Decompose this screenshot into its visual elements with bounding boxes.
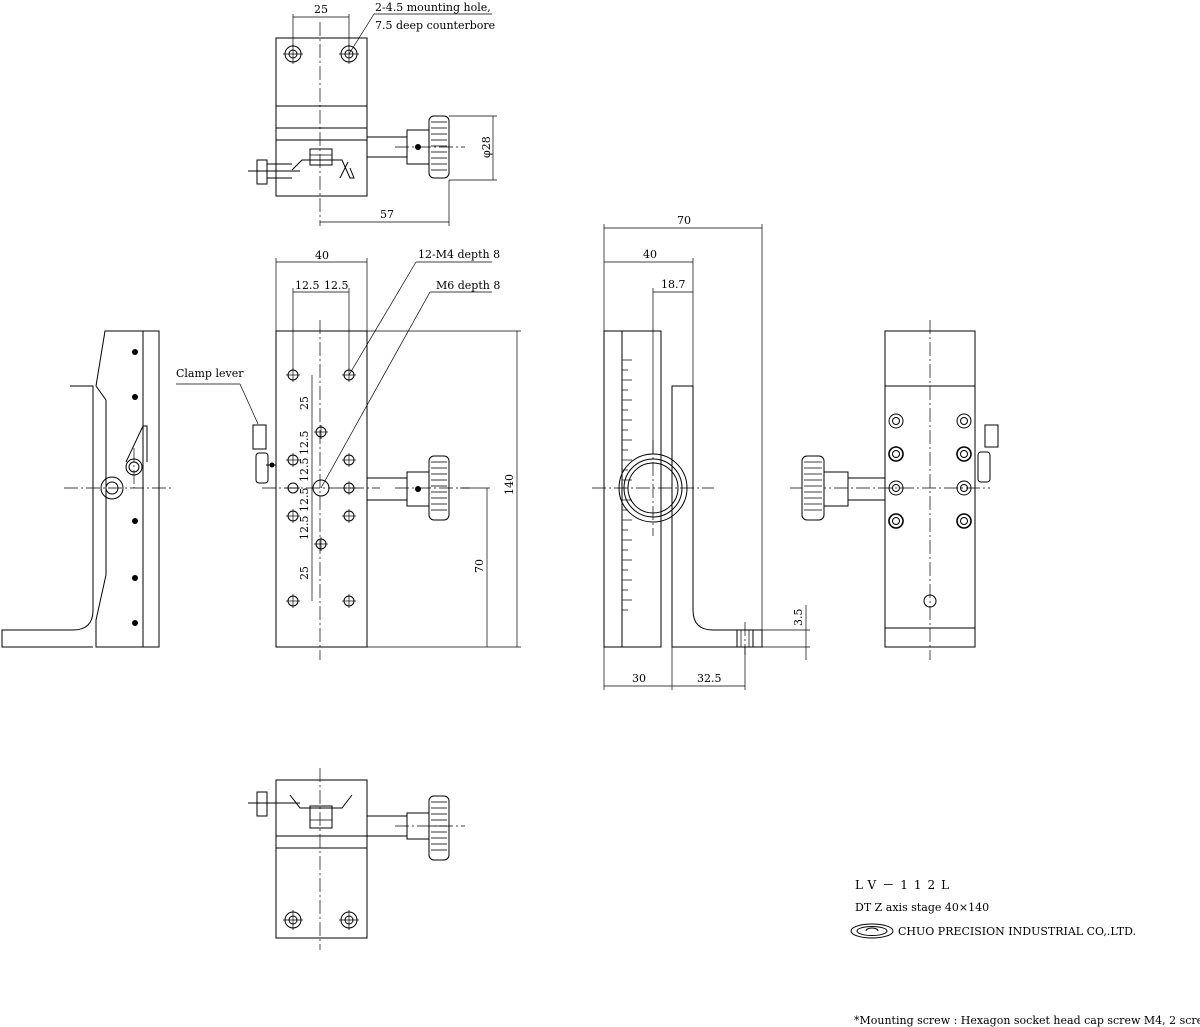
micrometer-knob-bottom — [428, 795, 450, 861]
dim-70-width: 70 — [677, 214, 691, 227]
label-m4: 12-M4 depth 8 — [418, 248, 500, 261]
stage-description: DT Z axis stage 40×140 — [855, 901, 989, 914]
dim-v12-5-a: 12.5 — [298, 431, 311, 456]
m6-hole — [312, 479, 330, 497]
dim-32-5: 32.5 — [697, 672, 722, 685]
dim-30: 30 — [632, 672, 646, 685]
dim-18-7: 18.7 — [661, 278, 686, 291]
dim-12-5-b: 12.5 — [324, 279, 349, 292]
scale-side-view: 70 40 18.7 30 32.5 3.5 — [592, 214, 810, 690]
dim-v12-5-d: 12.5 — [298, 516, 311, 541]
label-mounting-hole-1: 2-4.5 mounting hole, — [375, 1, 491, 14]
dim-40-front: 40 — [315, 249, 329, 262]
bottom-view — [248, 768, 465, 950]
mounting-hole-left-top — [283, 44, 303, 64]
micrometer-knob-right — [801, 455, 825, 521]
dim-25-top: 25 — [314, 3, 328, 16]
dim-v25-b: 25 — [298, 566, 311, 580]
title-block: LV－112L DT Z axis stage 40×140 CHUO PREC… — [850, 878, 1200, 1027]
label-mounting-hole-2: 7.5 deep counterbore — [375, 19, 495, 32]
company-name: CHUO PRECISION INDUSTRIAL CO,.LTD. — [898, 925, 1136, 938]
dim-v25-a: 25 — [298, 396, 311, 410]
footnote: *Mounting screw : Hexagon socket head ca… — [854, 1014, 1200, 1027]
top-view: 25 φ28 57 2-4.5 mounting hole, 7.5 deep … — [248, 1, 497, 226]
dim-57: 57 — [380, 208, 394, 221]
dim-v12-5-c: 12.5 — [298, 488, 311, 513]
dim-140-height: 140 — [503, 474, 516, 495]
dim-40-side: 40 — [643, 248, 657, 261]
dim-3-5: 3.5 — [792, 609, 805, 627]
left-side-view — [1, 330, 172, 648]
dim-dia-28: φ28 — [480, 136, 493, 158]
right-view — [790, 320, 999, 660]
scale-ticks — [622, 359, 632, 611]
dim-70-height: 70 — [473, 559, 486, 573]
right-view-holes — [888, 413, 972, 608]
company-logo — [850, 923, 894, 939]
label-m6: M6 depth 8 — [436, 279, 500, 292]
label-clamp-lever: Clamp lever — [176, 367, 244, 380]
model-number: LV－112L — [855, 878, 955, 892]
dim-12-5-a: 12.5 — [295, 279, 320, 292]
dim-v12-5-b: 12.5 — [298, 458, 311, 483]
front-view: 40 12.5 12.5 25 12.5 12.5 12.5 12.5 25 7… — [176, 248, 521, 660]
